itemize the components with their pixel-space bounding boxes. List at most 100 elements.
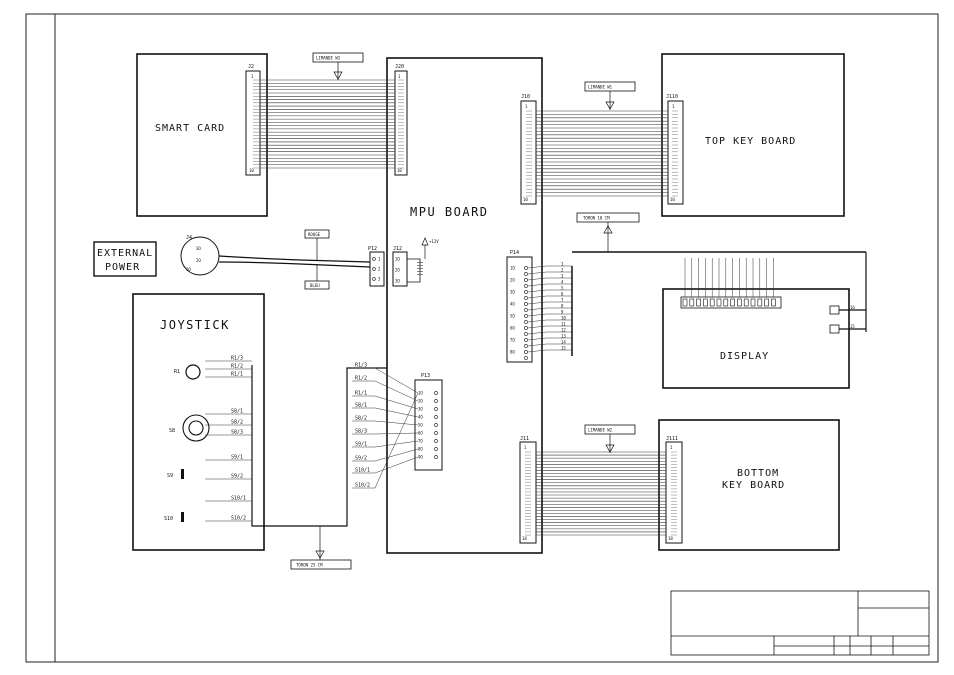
ribbon-cable-w2 [525,451,677,536]
limande-w1-arrow [605,101,615,110]
p14-pin-dot [524,338,528,342]
toron-10-arrow [603,225,613,234]
toron-25-box [290,559,352,570]
s9-label: S9 [167,473,173,479]
p13-pin-9: 9O [418,455,423,460]
p14-pin-dot [524,284,528,288]
p14-row-label: 4O [510,302,515,307]
limande-w3-label: LIMANDE W3 [316,56,341,61]
p12-pin-1: 1 [378,257,381,262]
sheet-border [25,13,939,663]
display-pin-16-box [829,305,840,315]
display-pin-box [771,298,776,307]
ribbon-cable-w1 [526,110,678,197]
p14-pin-dot [524,296,528,300]
j20-pin-10: 10 [397,168,402,173]
p14-connector [506,256,533,363]
s8-switch-outer [182,414,210,442]
p14-pin-12: 12 [561,328,566,333]
toron-25-label: TORON 25 CM [296,563,323,568]
display-pin-box [730,298,735,307]
j111-pin-1: 1 [670,445,673,450]
j111-connector [665,441,683,544]
toron-25-arrow [315,550,325,559]
mpu-signal-wire [352,448,419,462]
limande-w1-label: LIMANDE W1 [588,85,613,90]
p14-pin-6: 6 [561,292,564,297]
mpu-signal-wire [352,432,419,435]
title-block [670,590,930,656]
p14-wire [527,283,572,287]
display-pin-box [682,298,688,307]
joystick-signal-6: S9/1 [231,455,243,461]
p14-wire [527,271,572,275]
joystick-signal-4: S8/2 [231,420,243,426]
mpu-signal-2: R1/1 [355,391,367,397]
p14-pin-dot [524,272,528,276]
p14-wire [527,331,572,335]
p14-pin-14: 14 [561,340,566,345]
j2-connector [245,70,261,176]
p14-pin-11: 11 [561,322,566,327]
joystick-signal-5: S8/3 [231,430,243,436]
j4-label: J4 [186,235,192,241]
p12-pin-2: 2 [378,267,381,272]
p14-pin-dot [524,278,528,282]
mpu-signal-8: S10/1 [355,468,370,474]
p13-pin-1: 1O [418,391,423,396]
p13-pin-dot [434,455,438,459]
display-pin-box [696,298,701,307]
display-power-wires [839,252,867,332]
p14-row-label: 1O [510,266,515,271]
display-pins [682,258,776,307]
display-pin-15-box [829,324,840,334]
j11-connector [519,441,537,544]
mpu-signal-wire [352,380,419,402]
mpu-signal-wire [352,392,419,489]
p14-row-label: 6O [510,326,515,331]
display-pin-16: 16 [850,305,855,310]
mpu-signal-9: S10/2 [355,483,370,489]
mpu-signal-wire [352,440,419,448]
p14-pin-dot [524,290,528,294]
p14-pin-dot [524,326,528,330]
bottom-key-board-block [658,419,840,551]
p14-pin-5: 5 [561,286,564,291]
display-pin-box [689,298,695,307]
p13-label: P13 [421,373,430,379]
p14-wire [527,313,572,317]
joystick-signal-0: R1/3 [231,356,243,362]
p14-wire [527,307,572,311]
j20-connector [394,70,408,176]
p13-pin-6: 6O [418,431,423,436]
p14-pin-15: 15 [561,346,566,351]
p14-row-label: 3O [510,290,515,295]
p14-pin-dot [524,266,528,270]
p14-pin-2: 2 [561,268,564,273]
p12-pin-dot [372,267,376,271]
r1-potentiometer [185,364,201,380]
p14-wire [527,265,572,269]
mpu-signal-wire [352,367,419,394]
mpu-signal-3: S8/1 [355,403,367,409]
joystick-label: JOYSTICK [160,318,230,332]
joystick-signal-7: S9/2 [231,474,243,480]
j10-label: J10 [521,94,530,100]
p13-pin-dot [434,415,438,419]
display-pin-15: 15 [850,324,855,329]
mpu-signal-wire [352,395,419,410]
j11-pin-1: 1 [524,445,527,450]
joystick-signal-list: R1/3R1/2R1/1S8/1S8/2S8/3S9/1S9/2S10/1S10… [205,356,252,522]
p14-pin-8: 8 [561,304,564,309]
top-key-board-block [661,53,845,217]
display-block [662,288,850,389]
j111-pin-18: 18 [668,536,673,541]
j10-pin-10: 10 [523,197,528,202]
mpu-signal-5: S8/3 [355,429,367,435]
p12-pin-dot [372,277,376,281]
j20-pin-1: 1 [398,74,401,79]
p14-pin-10: 10 [561,316,566,321]
